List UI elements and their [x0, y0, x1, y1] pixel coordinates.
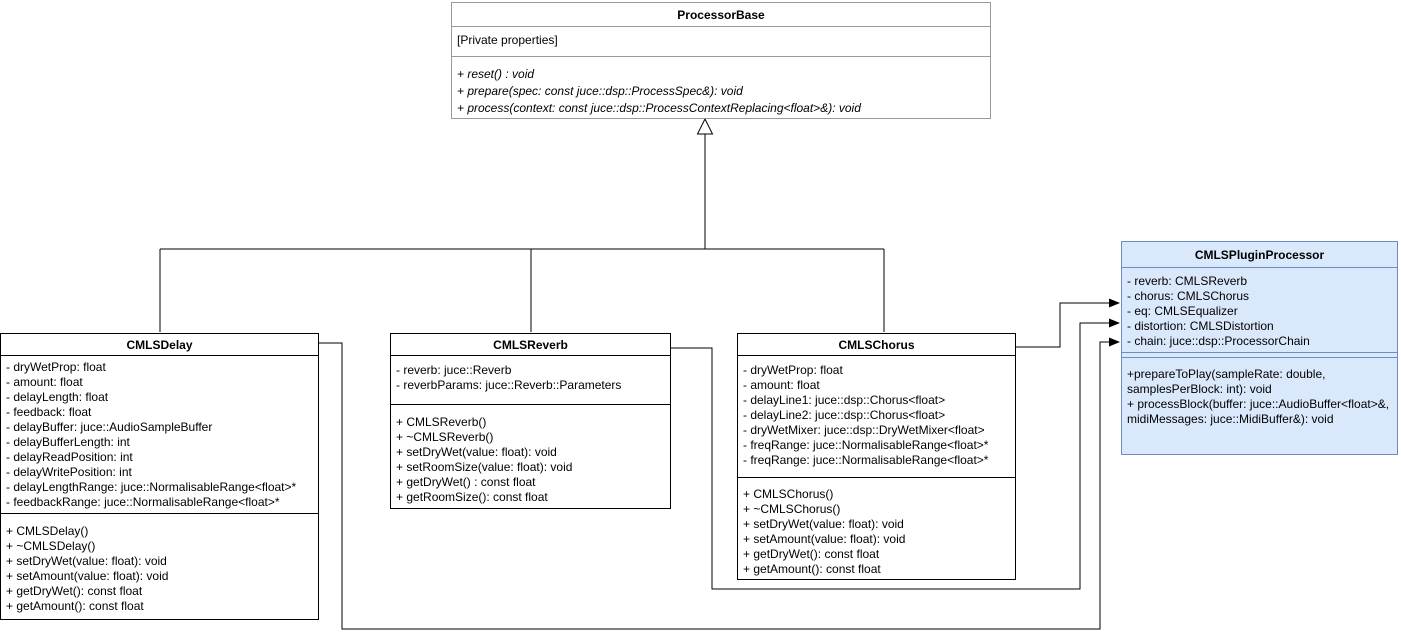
- methods-section: + CMLSChorus()+ ~CMLSChorus()+ setDryWet…: [738, 478, 1015, 579]
- association-delay-to-plugin[interactable]: [319, 337, 1120, 630]
- member-row: midiMessages: juce::MidiBuffer&): void: [1127, 412, 1334, 426]
- member-row: + setDryWet(value: float): void: [6, 554, 167, 568]
- member-row: + getAmount(): const float: [743, 562, 881, 576]
- methods-section: + CMLSReverb()+ ~CMLSReverb()+ setDryWet…: [391, 405, 670, 508]
- member-row: + CMLSChorus(): [743, 487, 834, 501]
- member-row: - feedbackRange: juce::NormalisableRange…: [6, 495, 280, 509]
- member-row: + ~CMLSReverb(): [396, 430, 494, 444]
- member-row: + processBlock(buffer: juce::AudioBuffer…: [1127, 397, 1390, 411]
- methods-section: +prepareToPlay(sampleRate: double,sample…: [1122, 358, 1397, 454]
- member-row: + CMLSReverb(): [396, 415, 487, 429]
- arrowhead-icon: [1109, 318, 1120, 328]
- member-row: [Private properties]: [457, 33, 558, 47]
- member-row: + getAmount(): const float: [6, 599, 144, 613]
- member-row: - dryWetMixer: juce::dsp::DryWetMixer<fl…: [743, 423, 985, 437]
- member-row: - chain: juce::dsp::ProcessorChain: [1127, 334, 1310, 348]
- member-row: + reset() : void: [457, 67, 535, 81]
- member-row: + CMLSDelay(): [6, 524, 89, 538]
- methods-section: + CMLSDelay()+ ~CMLSDelay()+ setDryWet(v…: [1, 514, 318, 619]
- member-row: + ~CMLSChorus(): [743, 502, 841, 516]
- member-row: + getDryWet(): const float: [743, 547, 880, 561]
- member-row: - feedback: float: [6, 405, 92, 419]
- arrowhead-icon: [1109, 337, 1120, 347]
- member-row: - delayLine1: juce::dsp::Chorus<float>: [743, 393, 946, 407]
- member-row: - dryWetProp: float: [6, 360, 106, 374]
- member-row: - delayBufferLength: int: [6, 435, 130, 449]
- member-row: + setRoomSize(value: float): void: [396, 460, 573, 474]
- member-row: +prepareToPlay(sampleRate: double,: [1127, 367, 1326, 381]
- arrowhead-icon: [1109, 298, 1120, 308]
- class-cmlschorus[interactable]: CMLSChorus - dryWetProp: float- amount: …: [737, 333, 1016, 580]
- section-divider: [1122, 352, 1397, 358]
- member-row: + getRoomSize(): const float: [396, 490, 548, 504]
- member-row: - freqRange: juce::NormalisableRange<flo…: [743, 453, 989, 467]
- member-row: - delayLength: float: [6, 390, 109, 404]
- member-row: - reverb: CMLSReverb: [1127, 274, 1248, 288]
- class-title: ProcessorBase: [452, 3, 990, 27]
- member-row: + process(context: const juce::dsp::Proc…: [457, 101, 861, 115]
- member-row: - reverbParams: juce::Reverb::Parameters: [396, 378, 622, 392]
- member-row: + setDryWet(value: float): void: [743, 517, 904, 531]
- attributes-section: - reverb: juce::Reverb- reverbParams: ju…: [391, 356, 670, 405]
- member-row: + setAmount(value: float): void: [6, 569, 169, 583]
- member-row: - freqRange: juce::NormalisableRange<flo…: [743, 438, 989, 452]
- member-row: - delayLengthRange: juce::NormalisableRa…: [6, 480, 297, 494]
- class-title: CMLSDelay: [1, 334, 318, 356]
- member-row: - amount: float: [743, 378, 820, 392]
- class-title: CMLSPluginProcessor: [1122, 242, 1397, 268]
- class-cmlsreverb[interactable]: CMLSReverb - reverb: juce::Reverb- rever…: [390, 333, 671, 509]
- member-row: + getDryWet() : const float: [396, 475, 536, 489]
- member-row: - eq: CMLSEqualizer: [1127, 304, 1238, 318]
- member-row: + prepare(spec: const juce::dsp::Process…: [457, 84, 743, 98]
- member-row: - delayReadPosition: int: [6, 450, 133, 464]
- methods-section: + reset() : void + prepare(spec: const ju…: [452, 57, 990, 118]
- attributes-section: - reverb: CMLSReverb- chorus: CMLSChorus…: [1122, 268, 1397, 352]
- member-row: - dryWetProp: float: [743, 363, 843, 377]
- member-row: - delayLine2: juce::dsp::Chorus<float>: [743, 408, 946, 422]
- member-row: - distortion: CMLSDistortion: [1127, 319, 1274, 333]
- member-row: samplesPerBlock: int): void: [1127, 382, 1272, 396]
- association-reverb-to-plugin[interactable]: [671, 318, 1120, 590]
- class-cmlsdelay[interactable]: CMLSDelay - dryWetProp: float- amount: f…: [0, 333, 319, 620]
- class-processorbase[interactable]: ProcessorBase [Private properties] + res…: [451, 2, 991, 119]
- class-cmlspluginprocessor[interactable]: CMLSPluginProcessor - reverb: CMLSReverb…: [1121, 241, 1398, 455]
- attributes-section: - dryWetProp: float- amount: float- dela…: [738, 356, 1015, 478]
- member-row: - delayWritePosition: int: [6, 465, 132, 479]
- member-row: - chorus: CMLSChorus: [1127, 289, 1250, 303]
- member-row: - amount: float: [6, 375, 83, 389]
- member-row: - reverb: juce::Reverb: [396, 363, 512, 377]
- member-row: + setAmount(value: float): void: [743, 532, 906, 546]
- association-chorus-to-plugin[interactable]: [1016, 298, 1120, 348]
- attributes-section: - dryWetProp: float- amount: float- dela…: [1, 356, 318, 514]
- class-title: CMLSReverb: [391, 334, 670, 356]
- properties-section: [Private properties]: [452, 27, 990, 57]
- member-row: - delayBuffer: juce::AudioSampleBuffer: [6, 420, 213, 434]
- member-row: + getDryWet(): const float: [6, 584, 143, 598]
- inheritance-triangle-icon: [696, 117, 714, 135]
- member-row: + ~CMLSDelay(): [6, 539, 96, 553]
- inheritance-connector[interactable]: [159, 117, 885, 332]
- member-row: + setDryWet(value: float): void: [396, 445, 557, 459]
- class-title: CMLSChorus: [738, 334, 1015, 356]
